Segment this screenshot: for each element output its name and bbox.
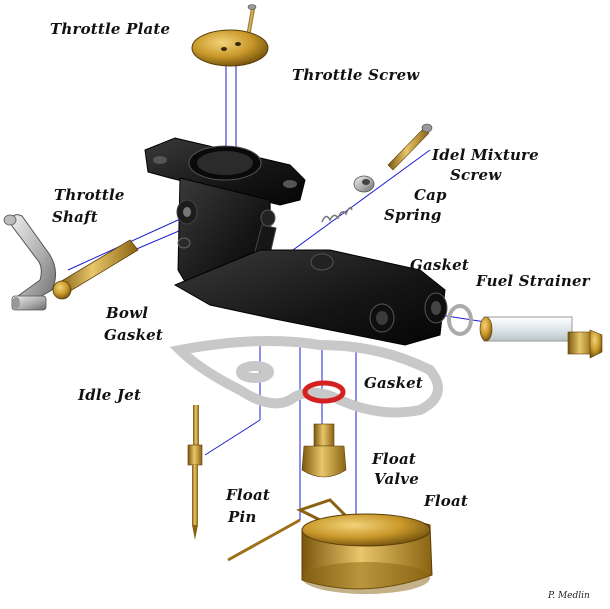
- throttle-plate-part: [191, 29, 269, 67]
- label-cap: Cap: [414, 186, 447, 204]
- float-pin-part: [227, 518, 301, 562]
- label-float: Float: [424, 492, 469, 510]
- label-float-pin-line2: Pin: [228, 508, 257, 526]
- label-fuel-strainer: Fuel Strainer: [476, 272, 590, 290]
- label-float-valve-line1: Float: [372, 450, 417, 468]
- label-gasket-top: Gasket: [410, 256, 470, 274]
- author-credit: P. Medlin: [548, 591, 590, 601]
- label-throttle-shaft-line1: Throttle: [54, 186, 125, 204]
- bowl-gasket-part: [169, 336, 443, 418]
- label-throttle-plate: Throttle Plate: [50, 20, 171, 38]
- idle-mixture-screw-part: [387, 123, 433, 171]
- label-gasket-washer: Gasket: [364, 374, 424, 392]
- label-bowl-gasket-line2: Gasket: [104, 326, 164, 344]
- label-idle-mixture-screw-line2: Screw: [450, 166, 502, 184]
- label-spring: Spring: [384, 206, 442, 224]
- label-idle-jet: Idle Jet: [78, 386, 142, 404]
- label-throttle-screw: Throttle Screw: [292, 66, 420, 84]
- label-float-valve-line2: Valve: [374, 470, 419, 488]
- label-idle-mixture-screw-line1: Idel Mixture: [432, 146, 539, 164]
- throttle-shaft-part: [3, 214, 139, 311]
- float-valve-part: [301, 423, 347, 478]
- label-throttle-shaft-line2: Shaft: [52, 208, 98, 226]
- carburetor-body-part: [144, 137, 448, 346]
- label-float-pin-line1: Float: [226, 486, 271, 504]
- red-gasket-part: [302, 380, 346, 404]
- cap-part: [353, 175, 375, 193]
- spring-part: [321, 207, 353, 223]
- throttle-screw-part: [246, 4, 257, 33]
- idle-jet-part: [187, 405, 203, 540]
- fuel-strainer-part: [447, 304, 603, 359]
- label-bowl-gasket-line1: Bowl: [106, 304, 149, 322]
- float-part: [296, 498, 433, 594]
